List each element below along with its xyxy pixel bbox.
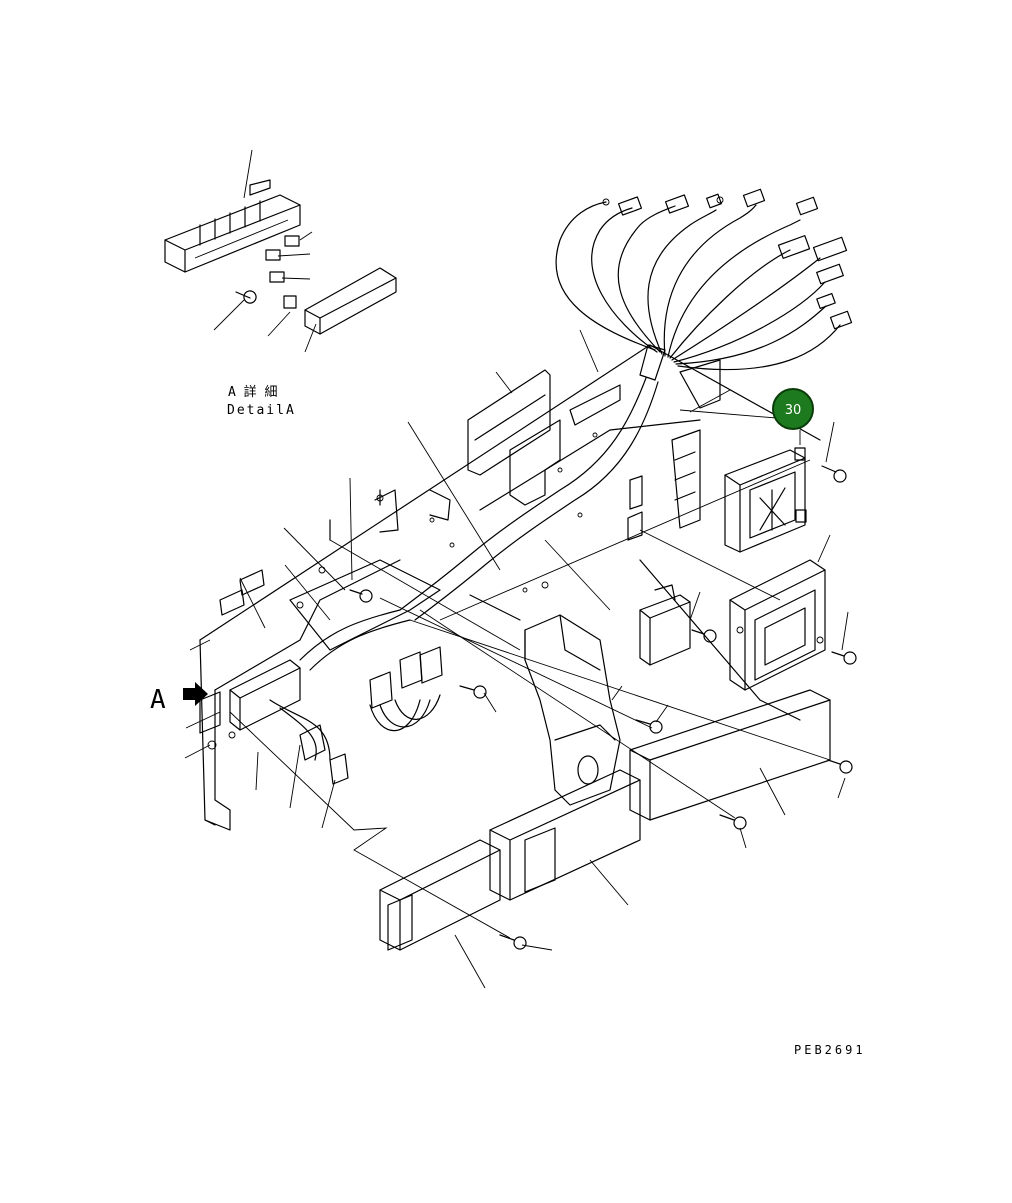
callout-number: 30 (785, 403, 802, 418)
relay-box (639, 584, 691, 666)
bolt-icon (459, 685, 487, 699)
view-a-marker: A (150, 682, 208, 715)
view-arrow-icon (183, 682, 208, 706)
drawing-code: PEB2691 (794, 1043, 866, 1057)
floor-frame (189, 344, 821, 831)
air-duct-outlet (379, 839, 501, 951)
detail-a-connector (164, 149, 397, 353)
leader-lines (184, 329, 849, 989)
air-duct-right (629, 689, 831, 821)
controller-unit (724, 447, 807, 553)
relay-cluster (627, 359, 721, 541)
air-duct-lower (489, 769, 641, 901)
cover-plate (729, 559, 826, 691)
bolt-icon (691, 629, 717, 643)
callout-circle (773, 389, 813, 429)
detail-title-en: DetailA (227, 403, 296, 418)
detail-title-jp: A 詳 細 (228, 384, 277, 400)
detail-a-caption: A 詳 細 DetailA (227, 384, 296, 418)
air-duct-center (524, 614, 621, 806)
bolt-icon (349, 589, 373, 603)
bolt-icon (827, 759, 853, 774)
bolts (349, 465, 857, 950)
bolt-icon (499, 934, 527, 950)
callout-badge: 30 (772, 388, 814, 430)
bolt-icon (831, 651, 857, 665)
left-connector-cluster (199, 559, 443, 785)
callout-ring (772, 388, 814, 430)
view-letter: A (150, 685, 166, 715)
wire-harness-fanout (399, 188, 853, 621)
bolt-icon (821, 465, 847, 483)
